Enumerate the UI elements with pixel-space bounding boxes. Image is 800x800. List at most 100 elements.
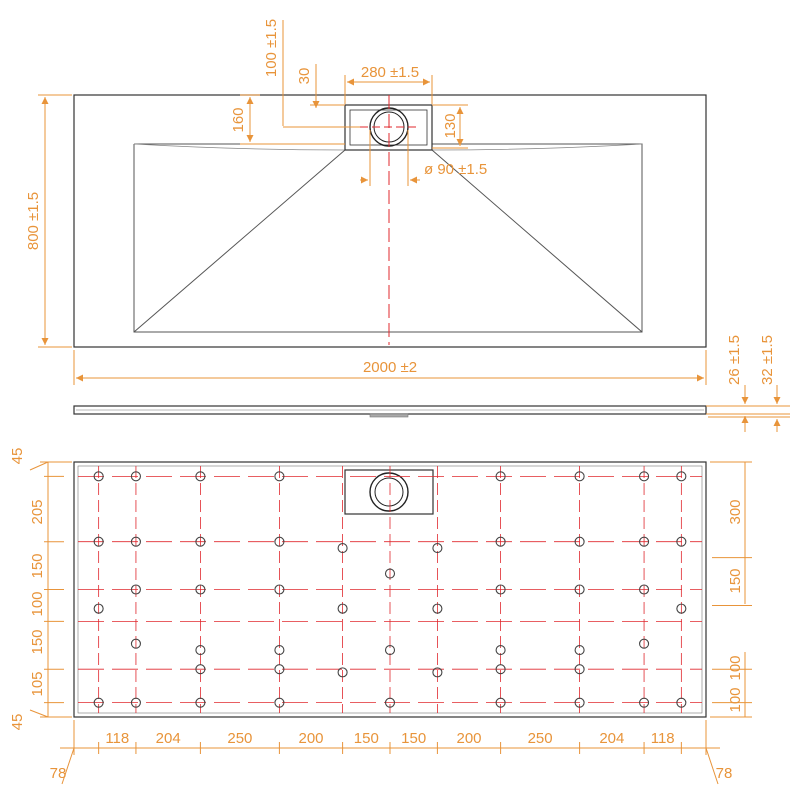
dim-left-4: 150 — [29, 629, 46, 654]
support-foot — [495, 664, 506, 675]
dim-bottom-6: 200 — [456, 730, 481, 747]
support-foot — [495, 536, 506, 547]
tray-outline — [73, 94, 707, 348]
dim-right-1: 150 — [727, 568, 744, 593]
basin-outline — [133, 143, 643, 333]
support-foot — [130, 471, 141, 482]
dim-edge-offset-right: 78 — [716, 765, 733, 782]
support-feet — [93, 471, 687, 708]
slope-ridge-right — [431, 143, 643, 151]
support-foot — [639, 697, 650, 708]
dim-bottom-3: 200 — [298, 730, 323, 747]
dim-width: 800 ±1.5 — [25, 192, 42, 250]
support-centerlines — [78, 466, 702, 713]
dim-drain-offset: 100 ±1.5 — [263, 19, 280, 77]
support-foot — [337, 543, 348, 554]
dim-drain-box-width: 280 ±1.5 — [361, 64, 419, 81]
support-foot — [93, 697, 104, 708]
support-foot — [337, 667, 348, 678]
tray-underside-outline — [73, 461, 707, 718]
drain-cutout-inner — [374, 477, 404, 507]
support-foot — [574, 536, 585, 547]
support-foot — [93, 603, 104, 614]
dim-right-2: 100 — [727, 655, 744, 680]
bottom-view — [73, 461, 707, 718]
support-foot — [93, 471, 104, 482]
support-foot — [195, 536, 206, 547]
dim-bottom-8: 204 — [599, 730, 624, 747]
support-foot — [130, 697, 141, 708]
support-foot — [574, 645, 585, 656]
support-foot — [130, 536, 141, 547]
top-view — [73, 94, 707, 348]
support-foot — [676, 536, 687, 547]
support-foot — [337, 603, 348, 614]
support-foot — [495, 645, 506, 656]
support-foot — [195, 697, 206, 708]
dim-left-1: 205 — [29, 499, 46, 524]
dim-drain-diameter: ø 90 ±1.5 — [424, 161, 487, 178]
support-foot — [274, 471, 285, 482]
support-foot — [274, 697, 285, 708]
support-foot — [130, 584, 141, 595]
support-foot — [93, 536, 104, 547]
support-foot — [495, 697, 506, 708]
dim-bottom-5: 150 — [401, 730, 426, 747]
support-foot — [384, 568, 396, 579]
dim-drain-box-depth: 160 — [230, 107, 247, 132]
drain-cutout-outer — [369, 472, 409, 512]
support-foot — [274, 536, 285, 547]
support-foot — [195, 664, 206, 675]
slope-line-left — [133, 149, 346, 333]
dim-left-6: 45 — [9, 714, 26, 731]
dim-thickness-total: 32 ±1.5 — [759, 335, 776, 385]
dim-bottom-0: 118 — [105, 730, 129, 747]
support-foot — [432, 667, 443, 678]
drain-profile — [369, 413, 409, 418]
support-foot — [432, 543, 443, 554]
dim-left-2: 150 — [29, 553, 46, 578]
support-foot — [384, 697, 396, 708]
support-foot — [274, 664, 285, 675]
slope-ridge — [133, 143, 346, 151]
support-foot — [495, 584, 506, 595]
dim-right-3: 100 — [727, 687, 744, 712]
support-foot — [639, 471, 650, 482]
dim-right-0: 300 — [727, 499, 744, 524]
support-foot — [676, 471, 687, 482]
dim-length: 2000 ±2 — [363, 359, 417, 376]
support-foot — [574, 584, 585, 595]
dim-left-0: 45 — [9, 448, 26, 465]
dim-left-5: 105 — [29, 671, 46, 696]
support-foot — [432, 603, 443, 614]
dim-thickness-edge: 26 ±1.5 — [726, 335, 743, 385]
top-view-dimensions: 2000 ±2 800 ±1.5 280 ±1.5 100 ±1.5 30 16… — [25, 19, 707, 385]
support-foot — [574, 471, 585, 482]
dim-left-3: 100 — [29, 591, 46, 616]
support-foot — [274, 584, 285, 595]
dim-bottom-9: 118 — [651, 730, 675, 747]
support-foot — [574, 697, 585, 708]
support-foot — [639, 638, 650, 649]
support-foot — [676, 603, 687, 614]
support-foot — [130, 638, 141, 649]
bottom-view-dimensions: 45 205 150 100 150 105 45 300 150 100 10… — [9, 448, 752, 785]
dim-bottom-7: 250 — [528, 730, 553, 747]
support-foot — [384, 645, 396, 656]
dim-drain-inset: 30 — [296, 68, 313, 85]
dim-drain-inner-depth: 130 — [442, 113, 459, 138]
support-foot — [574, 664, 585, 675]
support-foot — [274, 645, 285, 656]
support-foot — [195, 584, 206, 595]
dim-bottom-2: 250 — [227, 730, 252, 747]
dim-bottom-4: 150 — [354, 730, 379, 747]
support-foot — [676, 697, 687, 708]
side-view — [73, 405, 707, 418]
support-foot — [495, 471, 506, 482]
side-view-dimensions: 26 ±1.5 32 ±1.5 — [706, 335, 790, 432]
dim-edge-offset-left: 78 — [50, 765, 67, 782]
support-foot — [639, 536, 650, 547]
slope-line-right — [431, 149, 643, 333]
dim-bottom-1: 204 — [156, 730, 181, 747]
